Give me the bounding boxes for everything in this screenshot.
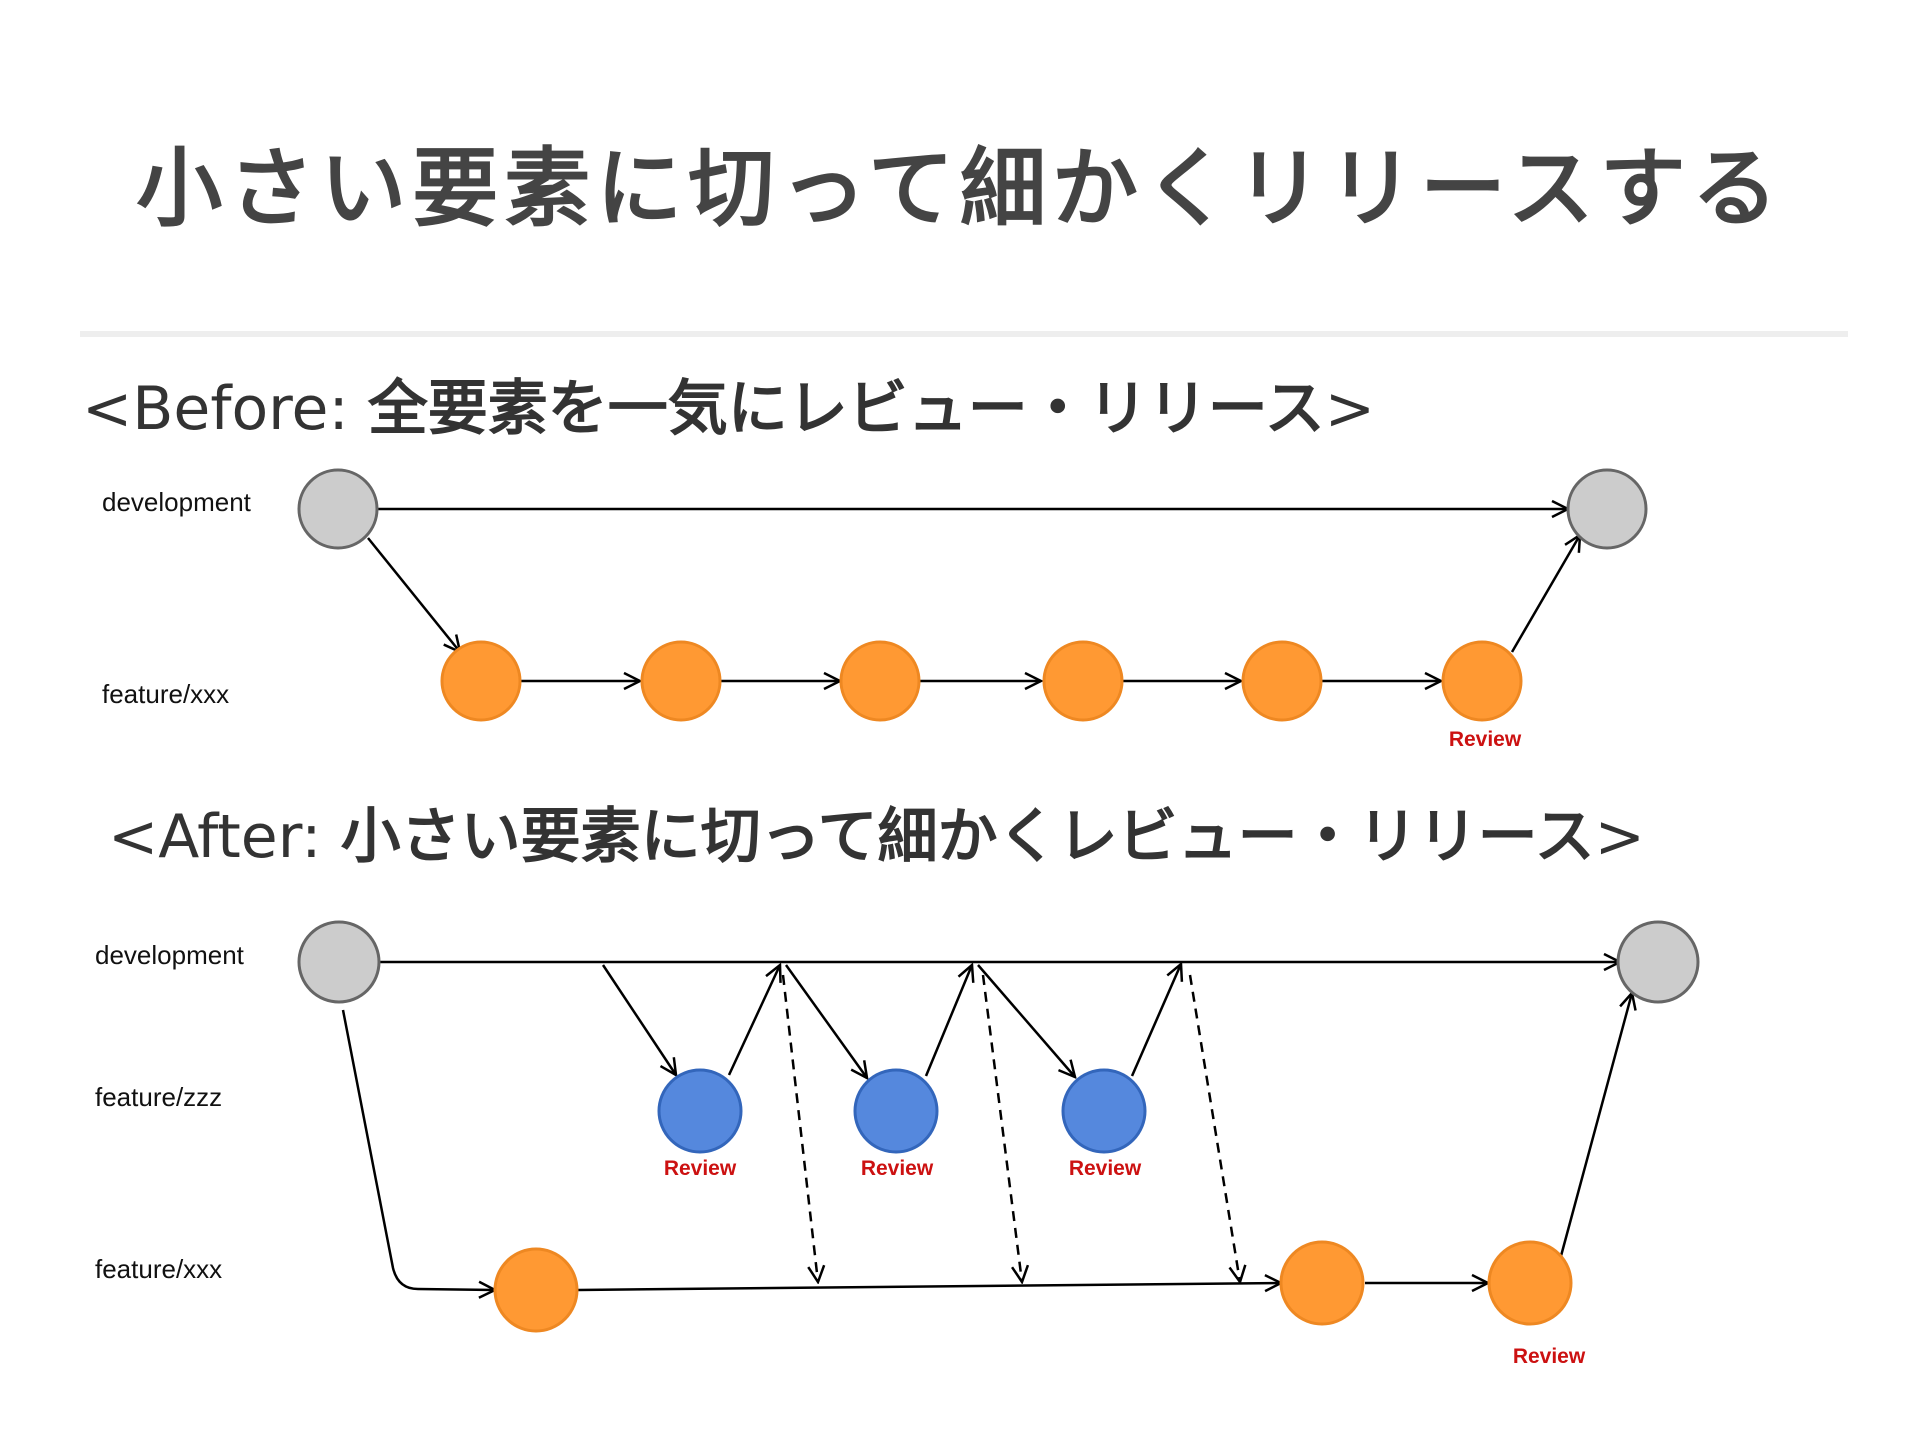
after-zzz-review-label: Review [861, 1157, 934, 1180]
before-edges [367, 509, 1580, 681]
after-sync-dashed-arrow [781, 974, 818, 1282]
before-branch-arrow [367, 537, 460, 652]
after-zzz-merge-arrow [727, 965, 780, 1076]
after-merge-arrow [1559, 993, 1632, 1257]
after-edges [341, 962, 1632, 1290]
after-zzz-branch-arrow [784, 964, 867, 1078]
after-zzz-commit-node [657, 1068, 743, 1154]
before-feature-commit-node [1042, 640, 1124, 722]
after-dev-start-node [297, 920, 381, 1004]
after-feature-commit-node [1279, 1240, 1365, 1326]
after-sync-edges [781, 974, 1240, 1282]
before-review-label: Review [1449, 728, 1522, 751]
after-heading: <After: 小さい要素に切って細かくレビュー・リリース> [108, 788, 1645, 875]
after-zzz-merge-arrow [1130, 964, 1181, 1077]
before-dev-end-node [1566, 468, 1648, 550]
after-dev-end-node [1616, 920, 1700, 1004]
after-feature-label: feature/xxx [95, 1254, 222, 1284]
before-feature-label: feature/xxx [102, 679, 229, 709]
after-feature-branch-arrow [341, 1009, 495, 1290]
before-feature-review-node [1441, 640, 1523, 722]
after-sync-dashed-arrow [981, 974, 1022, 1282]
title-divider [80, 331, 1848, 337]
after-sync-dashed-arrow [1188, 974, 1240, 1282]
after-zzz-branch-arrow [977, 964, 1075, 1077]
before-feature-commit-node [839, 640, 921, 722]
before-development-label: development [102, 487, 252, 517]
after-heading-text: 小さい要素に切って細かくレビュー・リリース [340, 802, 1595, 872]
after-feature-line-arrow [577, 1283, 1281, 1290]
after-feature-commit-node [493, 1247, 579, 1333]
before-feature-commit-node [440, 640, 522, 722]
before-heading-text: 全要素を一気にレビュー・リリース [367, 374, 1325, 444]
after-zzz-branch-arrow [601, 964, 676, 1075]
before-merge-arrow [1510, 535, 1580, 653]
after-zzz-review-label: Review [1069, 1157, 1142, 1180]
after-zzz-merge-arrow [924, 965, 972, 1077]
after-feature-review-node [1487, 1240, 1573, 1326]
before-heading: <Before: 全要素を一気にレビュー・リリース> [82, 360, 1375, 447]
after-feature-review-label: Review [1513, 1345, 1586, 1368]
before-feature-commit-node [1241, 640, 1323, 722]
before-feature-commit-node [640, 640, 722, 722]
after-zzz-commit-node [1061, 1068, 1147, 1154]
after-zzz-review-label: Review [664, 1157, 737, 1180]
slide-title: 小さい要素に切って細かくリリースする [136, 139, 1784, 239]
before-heading-suffix: > [1324, 374, 1376, 444]
after-zzz-commit-node [853, 1068, 939, 1154]
after-heading-suffix: > [1594, 802, 1645, 872]
before-heading-prefix: <Before: [82, 374, 368, 444]
after-zzz-label: feature/zzz [95, 1082, 222, 1112]
after-development-label: development [95, 940, 245, 970]
before-dev-start-node [297, 468, 379, 550]
after-heading-prefix: <After: [108, 802, 341, 872]
